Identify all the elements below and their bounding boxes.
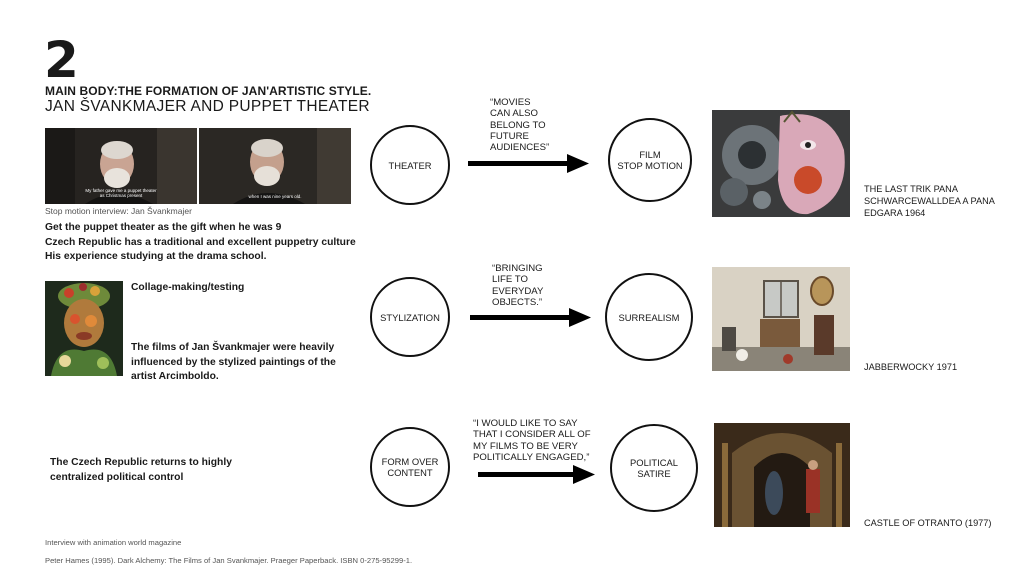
film-still-jabberwocky [712, 267, 850, 371]
fact-item: His experience studying at the drama sch… [45, 251, 267, 262]
arrow-right-icon [478, 465, 595, 484]
subtitle-right: when I was nine years old. [248, 194, 302, 199]
facts-list: Get the puppet theater as the gift when … [45, 221, 356, 265]
collage-label: Collage-making/testing [131, 282, 245, 293]
film-caption-castle-of-otranto: CASTLE OF OTRANTO (1977) [864, 518, 992, 528]
concept-label: STYLIZATION [380, 311, 440, 323]
concept-circle-form-over-content: FORM OVER CONTENT [370, 427, 450, 507]
fact-item: Get the puppet theater as the gift when … [45, 222, 282, 233]
concept-circle-political-satire: POLITICAL SATIRE [610, 424, 698, 512]
concept-circle-film: FILM STOP MOTION [608, 118, 692, 202]
concept-circle-surrealism: SURREALISM [605, 273, 693, 361]
interview-still-right: when I was nine years old. [199, 128, 351, 204]
quote-politically-engaged: “I WOULD LIKE TO SAY THAT I CONSIDER ALL… [473, 418, 591, 463]
concept-label: FILM STOP MOTION [617, 149, 683, 171]
page-subheading: JAN ŠVANKMAJER AND PUPPET THEATER [45, 98, 370, 115]
source-note: Interview with animation world magazine [45, 538, 182, 547]
concept-label: THEATER [388, 159, 432, 171]
concept-label: POLITICAL SATIRE [630, 457, 678, 479]
source-citation: Peter Hames (1995). Dark Alchemy: The Fi… [45, 556, 413, 565]
interview-still-left: My father gave me a puppet theater as Ch… [45, 128, 197, 204]
film-caption-last-trick: THE LAST TRIK PANA SCHWARCEWALLDEA A PAN… [864, 184, 995, 218]
concept-label: SURREALISM [618, 311, 680, 323]
section-number: 2 [44, 31, 79, 89]
page-heading: MAIN BODY:THE FORMATION OF JAN'ARTISTIC … [45, 84, 372, 98]
arrow-right-icon [468, 154, 589, 173]
fact-item: Czech Republic has a traditional and exc… [45, 236, 356, 248]
influence-text: The films of Jan Švankmajer were heavily… [131, 342, 336, 382]
concept-circle-theater: THEATER [370, 125, 450, 205]
concept-label: FORM OVER CONTENT [381, 456, 439, 478]
concept-circle-stylization: STYLIZATION [370, 277, 450, 357]
film-still-last-trick [712, 110, 850, 217]
film-caption-jabberwocky: JABBERWOCKY 1971 [864, 362, 958, 372]
film-still-castle-of-otranto [714, 423, 850, 527]
quote-movies: “MOVIES CAN ALSO BELONG TO FUTURE AUDIEN… [490, 97, 550, 154]
arcimboldo-painting [45, 281, 123, 376]
political-text: The Czech Republic returns to highly cen… [50, 457, 232, 483]
subtitle-left: My father gave me a puppet theater as Ch… [85, 188, 157, 198]
interview-caption: Stop motion interview: Jan Švankmajer [45, 206, 192, 216]
quote-bringing-life: “BRINGING LIFE TO EVERYDAY OBJECTS.” [492, 263, 544, 308]
arrow-right-icon [470, 308, 591, 327]
